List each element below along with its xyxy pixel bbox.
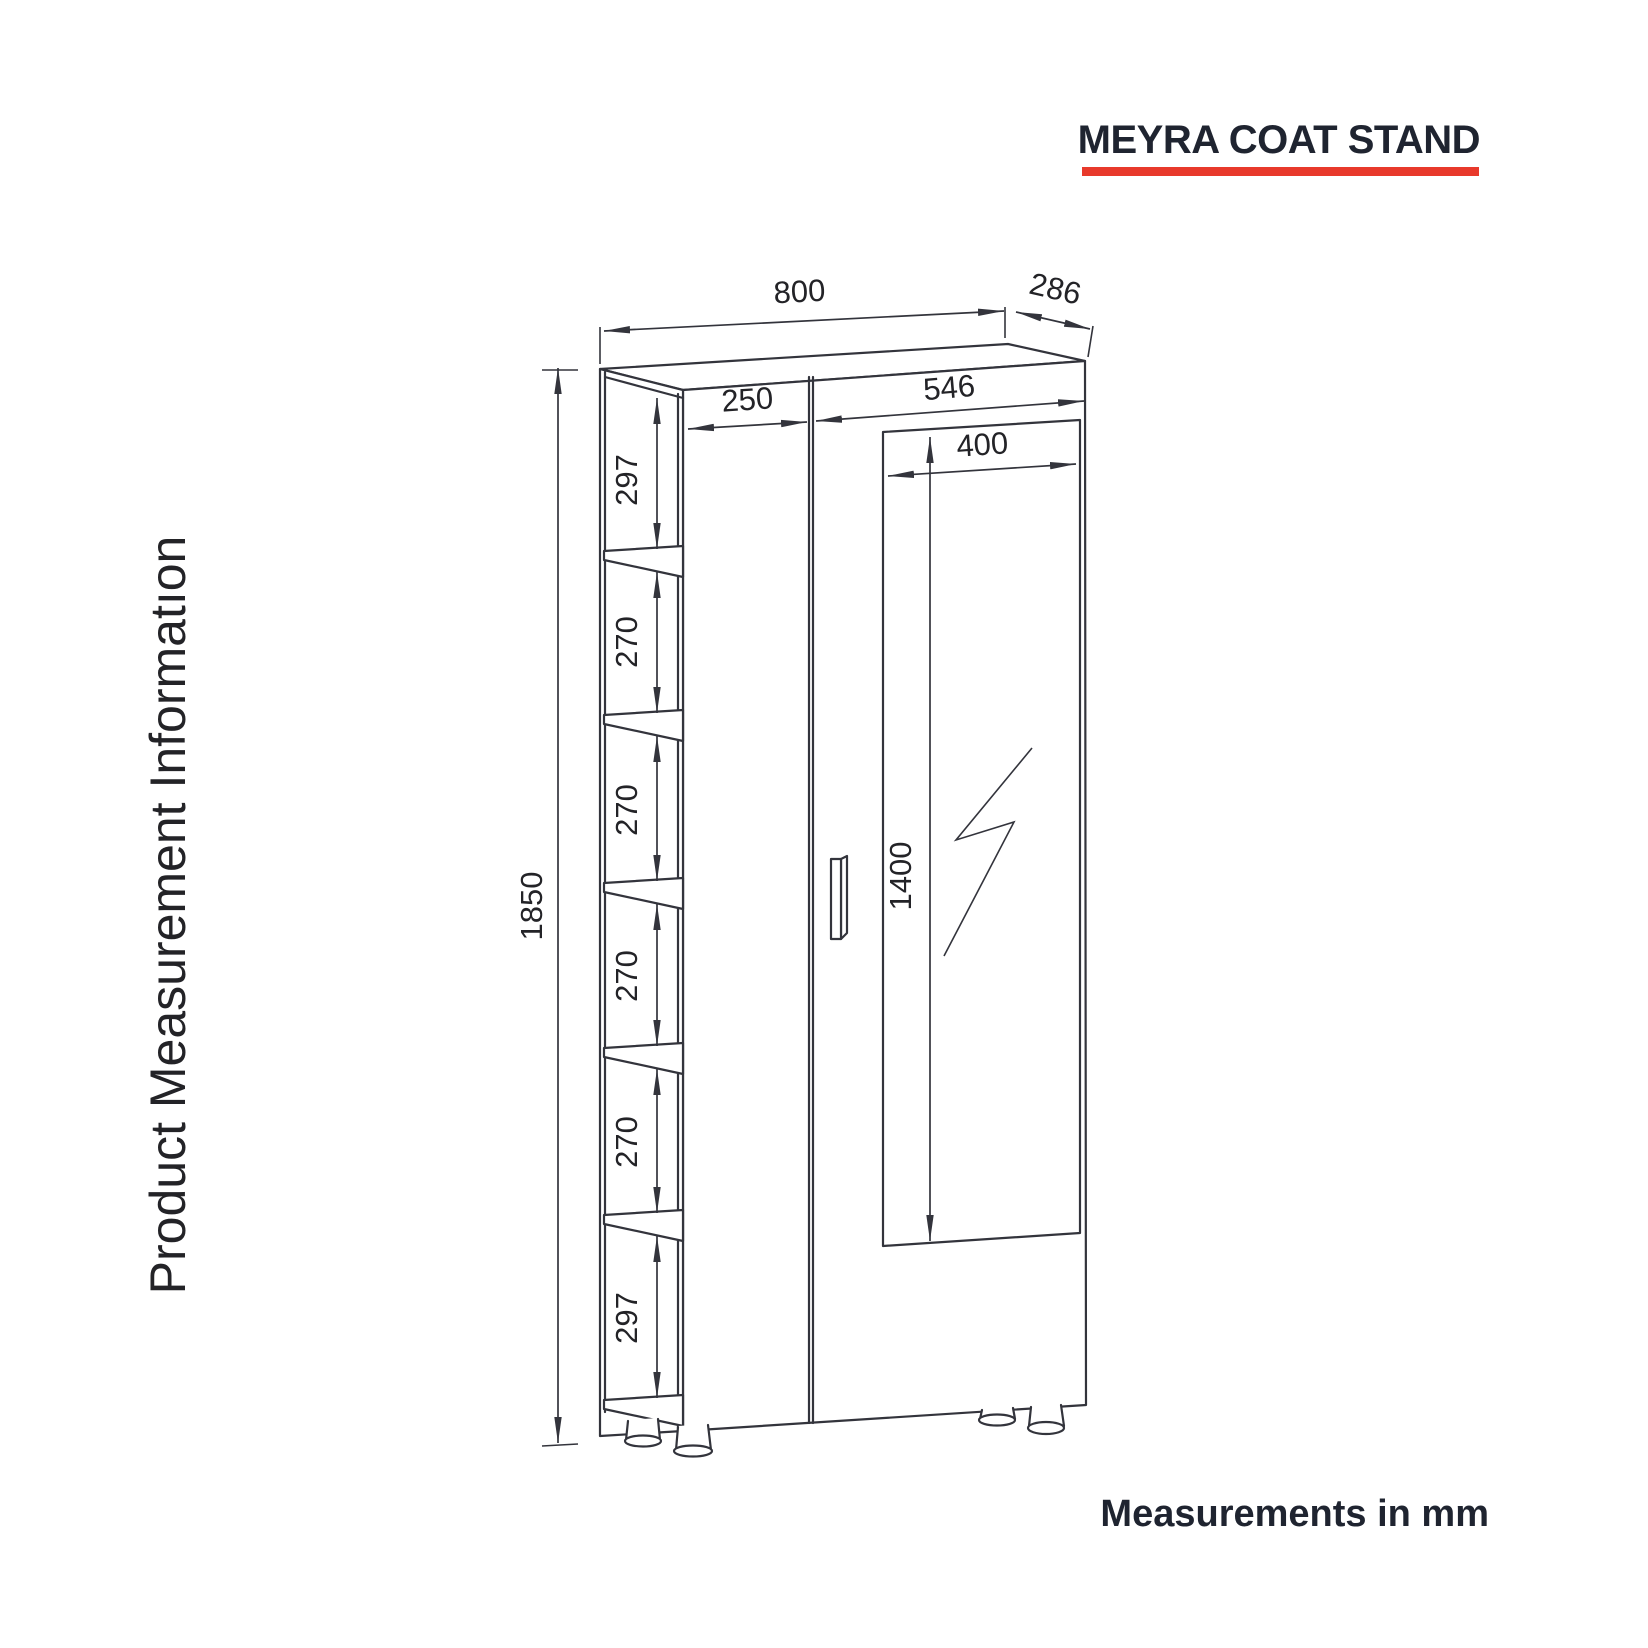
mirror-glint (943, 747, 1033, 957)
dim-label-total-width: 800 (773, 273, 826, 311)
foot-base (1026, 1420, 1066, 1436)
door-handle (829, 854, 849, 941)
foot-right-front (1026, 1403, 1066, 1436)
coat-stand-drawing (598, 342, 1088, 1458)
dim-label-right-door: 546 (922, 368, 977, 407)
dimension-left-door: 250 (687, 380, 808, 432)
dim-label-shelf-gap-3: 270 (609, 784, 644, 836)
dimension-shelf-gap-5: 270 (609, 1069, 661, 1213)
dimension-total-height: 1850 (514, 368, 579, 1447)
header: MEYRA COAT STAND (1078, 118, 1481, 176)
foot-left-front (672, 1423, 714, 1458)
foot-right-back (977, 1406, 1017, 1427)
dim-label-mirror-height: 1400 (883, 842, 918, 911)
dim-label-mirror-width: 400 (955, 425, 1009, 464)
dimension-depth: 286 (1015, 266, 1094, 358)
door-handle-front (829, 857, 843, 941)
dim-label-depth: 286 (1026, 266, 1084, 312)
dim-label-total-height: 1850 (514, 872, 549, 941)
dimension-mirror-width: 400 (887, 425, 1077, 479)
dim-label-shelf-gap-1: 297 (609, 454, 644, 506)
dimension-mirror-height: 1400 (883, 437, 934, 1241)
page-title: MEYRA COAT STAND (1078, 118, 1480, 162)
foot-left-back (623, 1417, 663, 1448)
top-panel-bottom-edge (603, 375, 685, 400)
dim-label-shelf-gap-5: 270 (609, 1116, 644, 1168)
dimension-right-door: 546 (815, 368, 1085, 423)
vertical-info-label: Product Measurement Informatıon (140, 536, 196, 1295)
dimension-shelf-gap-1: 297 (609, 398, 661, 549)
dimension-shelf-gap-6: 297 (609, 1236, 661, 1398)
dim-label-left-door: 250 (720, 380, 774, 419)
dimension-total-width: 800 (599, 273, 1006, 364)
dim-label-shelf-gap-6: 297 (609, 1292, 644, 1344)
foot-base (672, 1444, 714, 1458)
foot-base (977, 1413, 1017, 1427)
dimension-shelf-gap-2: 270 (609, 572, 661, 713)
foot-base (623, 1434, 663, 1448)
title-underline (1082, 167, 1479, 176)
mirror (881, 418, 1082, 1248)
dim-label-shelf-gap-4: 270 (609, 950, 644, 1002)
units-note: Measurements in mm (1100, 1493, 1489, 1535)
dimension-shelf-gap-4: 270 (609, 904, 661, 1046)
dimension-shelf-gap-3: 270 (609, 736, 661, 881)
dim-label-shelf-gap-2: 270 (609, 616, 644, 668)
